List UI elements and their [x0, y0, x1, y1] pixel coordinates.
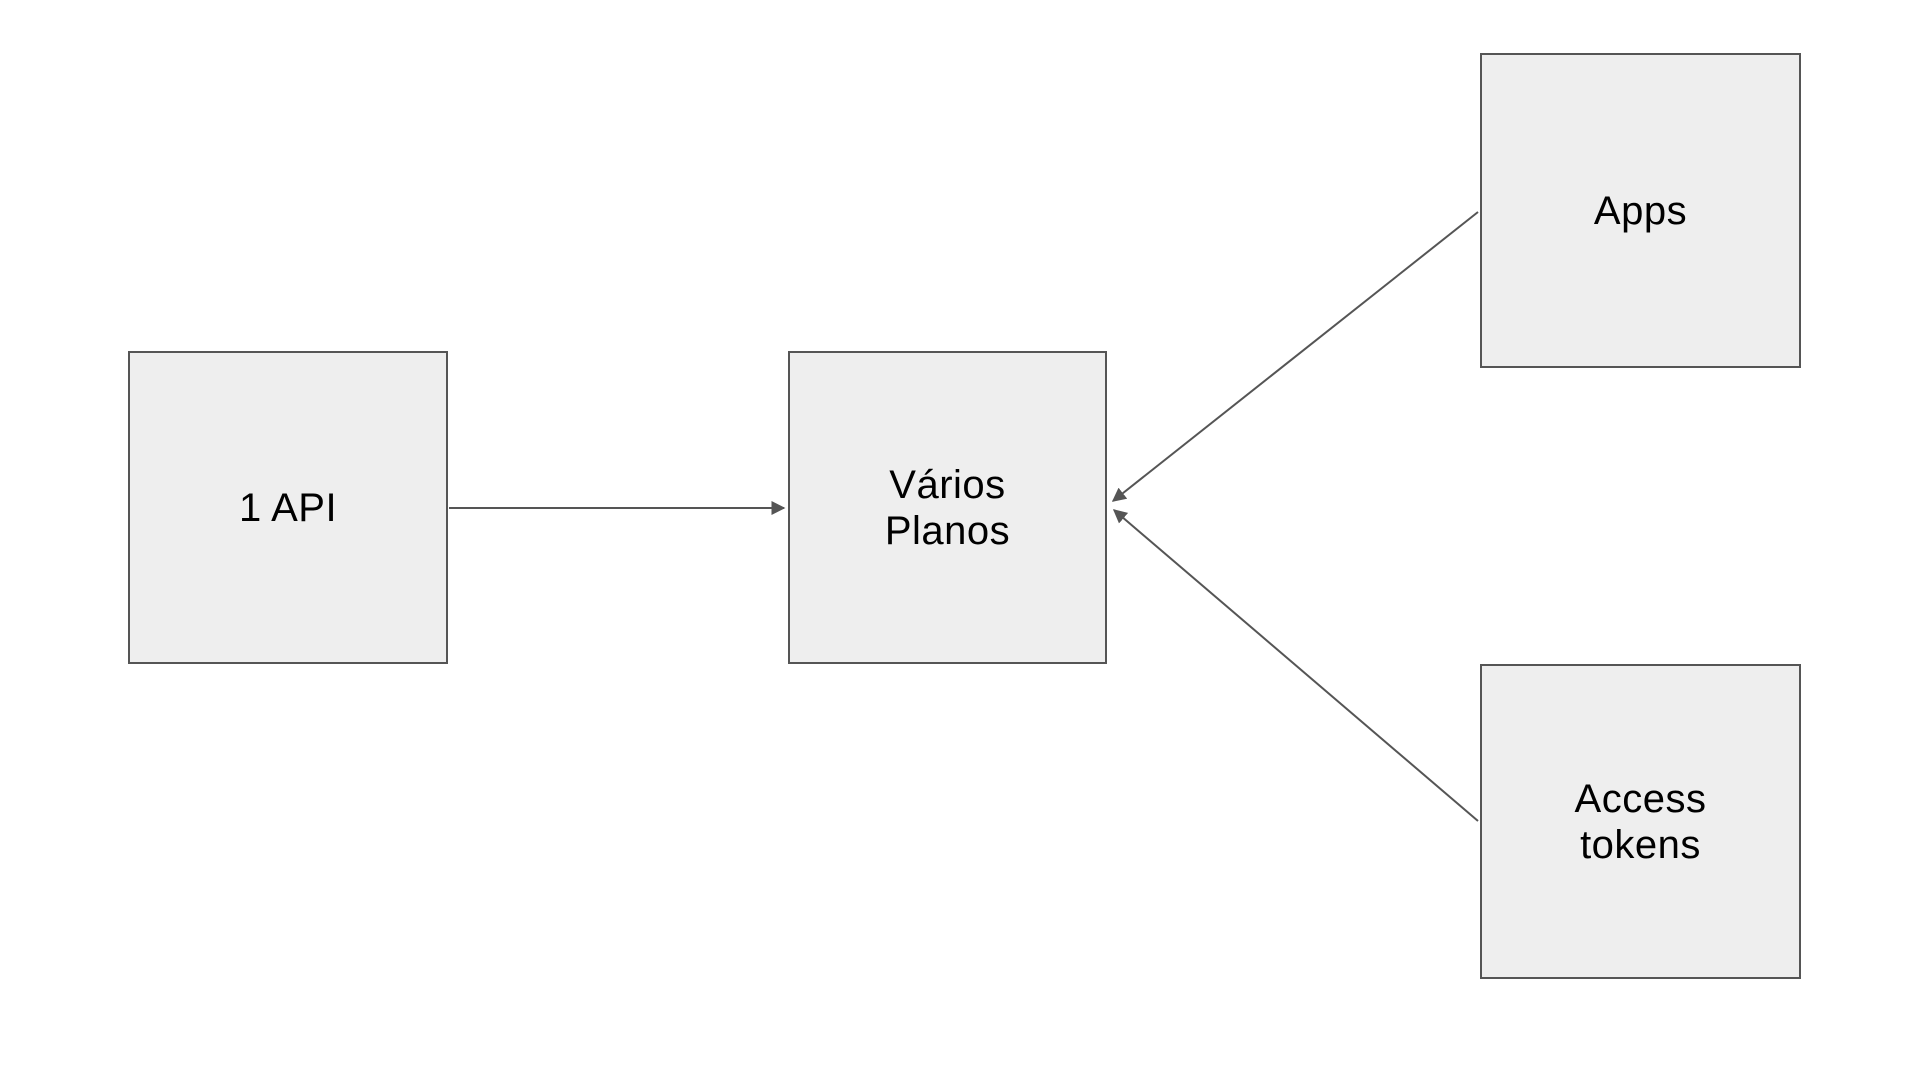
node-varios-planos: Vários Planos — [788, 351, 1107, 664]
connector-apps-to-planos-arrow — [1111, 211, 1479, 502]
node-access-tokens: Access tokens — [1480, 664, 1801, 979]
node-access-tokens-label: Access tokens — [1574, 776, 1707, 867]
node-1-api: 1 API — [128, 351, 448, 664]
node-apps-label: Apps — [1593, 188, 1688, 233]
connector-tokens-to-planos-arrow — [1112, 509, 1479, 822]
node-1-api-label: 1 API — [238, 485, 338, 530]
node-varios-planos-label: Vários Planos — [884, 462, 1011, 553]
node-apps: Apps — [1480, 53, 1801, 368]
